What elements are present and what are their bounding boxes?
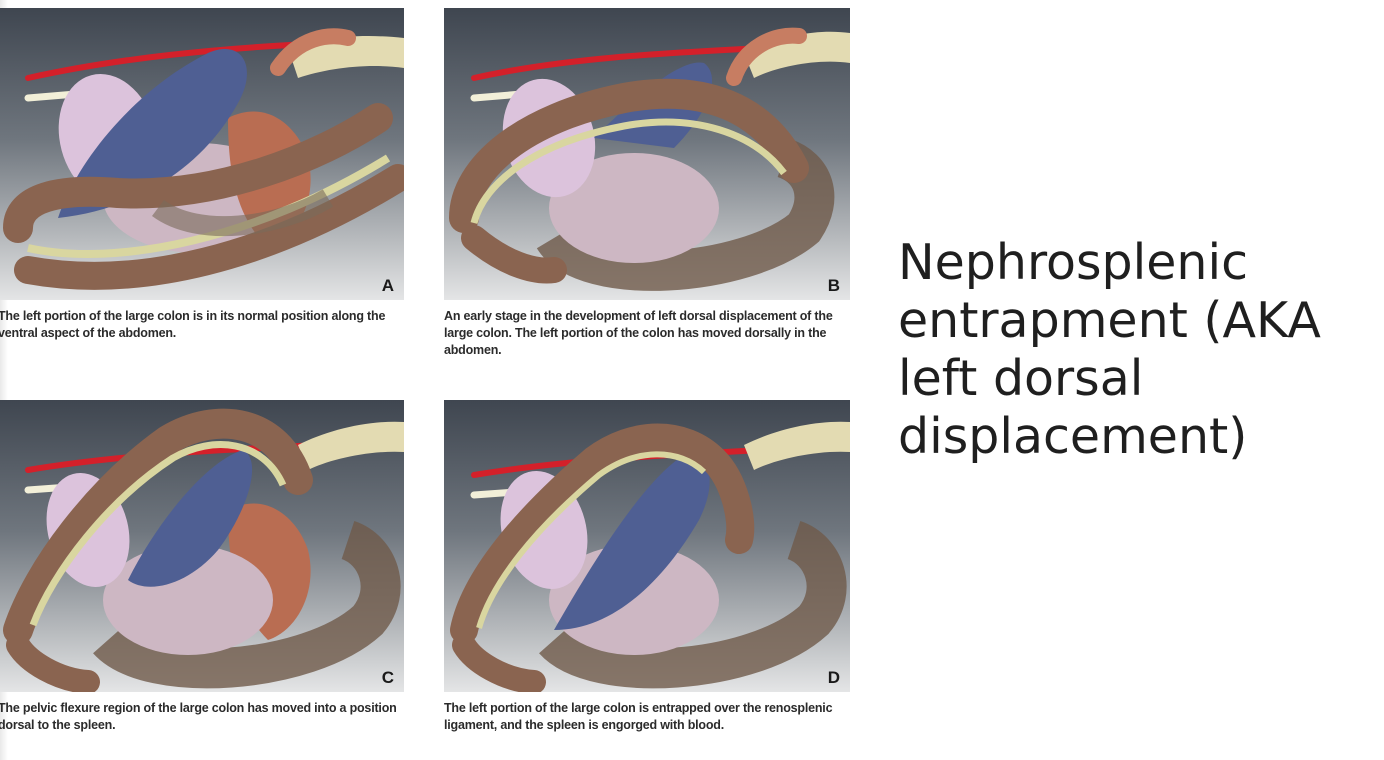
figure-caption: An early stage in the development of lef… (444, 309, 833, 357)
anatomy-illustration-d (450, 421, 850, 692)
anatomy-illustration-a (3, 28, 404, 290)
slide-title: Nephrosplenic entrapment (AKA left dorsa… (898, 234, 1321, 465)
figure-caption: The left portion of the large colon is e… (444, 701, 833, 732)
illustration-b: B (444, 8, 850, 300)
panel-letter: D (827, 668, 840, 687)
illustration-c: C (0, 400, 404, 692)
illustration-d: D (444, 400, 850, 692)
figure-caption: The pelvic flexure region of the large c… (0, 701, 397, 732)
anatomy-illustration-b (449, 27, 850, 291)
panel-letter: C (381, 668, 394, 687)
panel-letter: A (381, 276, 394, 295)
left-edge-shadow (0, 0, 8, 760)
figure-caption: The left portion of the large colon is i… (0, 309, 386, 340)
anatomy-illustration-c (3, 408, 404, 692)
panel-letter: B (827, 276, 840, 295)
illustration-a: A (0, 8, 404, 300)
